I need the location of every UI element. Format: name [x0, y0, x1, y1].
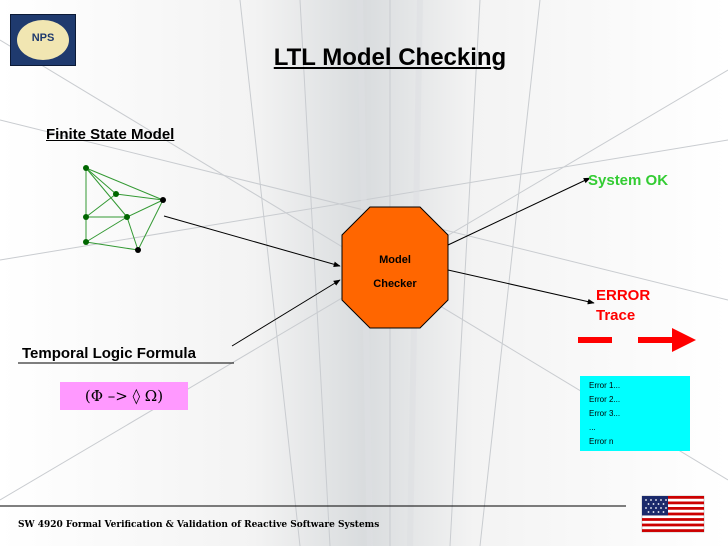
- formula-to-checker-arrow: [231, 279, 341, 347]
- graph-edge: [115, 193, 164, 201]
- system-ok-label: System OK: [588, 172, 669, 189]
- model-to-checker-arrow: [163, 215, 341, 267]
- error-list-item: Error 2...: [589, 395, 621, 404]
- error-list-box: Error 1... Error 2... Error 3... ... Err…: [580, 376, 690, 451]
- error-list-item: ...: [589, 423, 596, 432]
- model-checker-octagon: [341, 206, 449, 329]
- error-list-item: Error 3...: [589, 409, 621, 418]
- graph-edge: [85, 216, 128, 243]
- graph-node: [83, 165, 89, 171]
- graph-edge: [85, 167, 117, 195]
- graph-edge: [85, 167, 164, 201]
- model-checker-line2: Checker: [373, 278, 417, 290]
- error-list-item: Error n: [589, 437, 614, 446]
- nps-logo: NPS: [10, 14, 76, 66]
- error-trace-line2: Trace: [596, 307, 636, 324]
- graph-node: [135, 247, 141, 253]
- footer-course-title: SW 4920 Formal Verification & Validation…: [18, 520, 380, 530]
- graph-node: [83, 239, 89, 245]
- graph-edge: [85, 241, 139, 251]
- graph-edge: [137, 199, 164, 251]
- temporal-logic-formula-label: Temporal Logic Formula: [22, 345, 196, 362]
- graph-edge: [85, 167, 128, 218]
- nps-seal: [17, 20, 69, 60]
- model-checker-label: Model Checker: [350, 248, 440, 296]
- finite-state-model-label: Finite State Model: [46, 126, 175, 143]
- model-checker-line1: Model: [379, 254, 411, 266]
- checker-to-error-arrow: [447, 269, 595, 305]
- graph-node: [124, 214, 130, 220]
- logo-text: NPS: [31, 32, 55, 44]
- error-trace-arrow-graphic: [578, 328, 696, 352]
- graph-edge: [126, 199, 164, 218]
- checker-to-ok-arrow: [447, 177, 591, 246]
- error-list-item: Error 1...: [589, 381, 621, 390]
- graph-edge: [85, 193, 117, 218]
- graph-node: [113, 191, 119, 197]
- us-flag: [641, 495, 705, 533]
- error-trace-label: ERROR Trace: [596, 286, 650, 326]
- graph-edge: [126, 216, 139, 251]
- graph-node: [83, 214, 89, 220]
- finite-state-graph: [83, 165, 166, 253]
- slide-title: LTL Model Checking: [273, 44, 507, 71]
- ltl-formula-box: (Φ –> ◊ Ω): [60, 382, 188, 410]
- error-trace-line1: ERROR: [596, 287, 651, 304]
- graph-node: [160, 197, 166, 203]
